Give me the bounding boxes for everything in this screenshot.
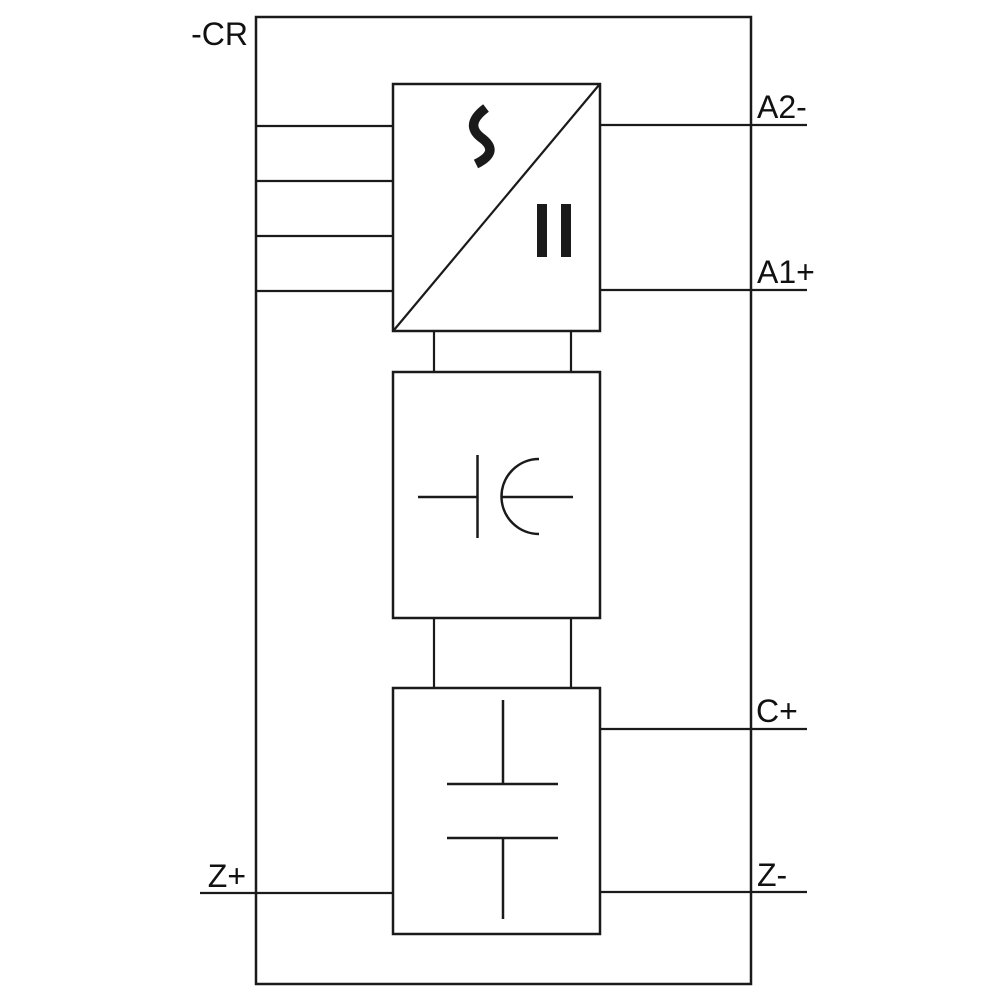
terminal-label-c-plus: C+: [756, 693, 798, 729]
capacitor-box: [391, 686, 602, 936]
dc-bar-left: [537, 204, 547, 257]
middle-to-bottom-connectors: [432, 618, 573, 688]
capacitor-block: [391, 686, 602, 936]
polarized-capacitor-box: [391, 370, 602, 620]
device-label: -CR: [191, 16, 248, 52]
dc-bars-icon: [537, 204, 571, 257]
terminal-label-z-minus: Z-: [757, 857, 787, 893]
ac-dc-converter-block: [391, 82, 602, 333]
converter-box: [391, 82, 602, 333]
converter-diagonal: [393, 84, 600, 331]
converter-to-middle-connectors: [432, 331, 573, 372]
dc-bar-right: [561, 204, 571, 257]
polarized-capacitor-icon: [418, 455, 573, 538]
terminal-label-a2-minus: A2-: [757, 89, 807, 125]
polarized-capacitor-block: [391, 370, 602, 620]
enclosure-outline: [254, 15, 753, 986]
capacitor-icon: [447, 700, 558, 919]
ac-wave-icon: [468, 104, 495, 169]
capacitor-plate-curved: [500, 457, 540, 536]
terminal-label-z-plus: Z+: [208, 858, 246, 894]
ac-input-lines: [257, 124, 393, 293]
terminal-label-a1-plus: A1+: [757, 254, 815, 290]
